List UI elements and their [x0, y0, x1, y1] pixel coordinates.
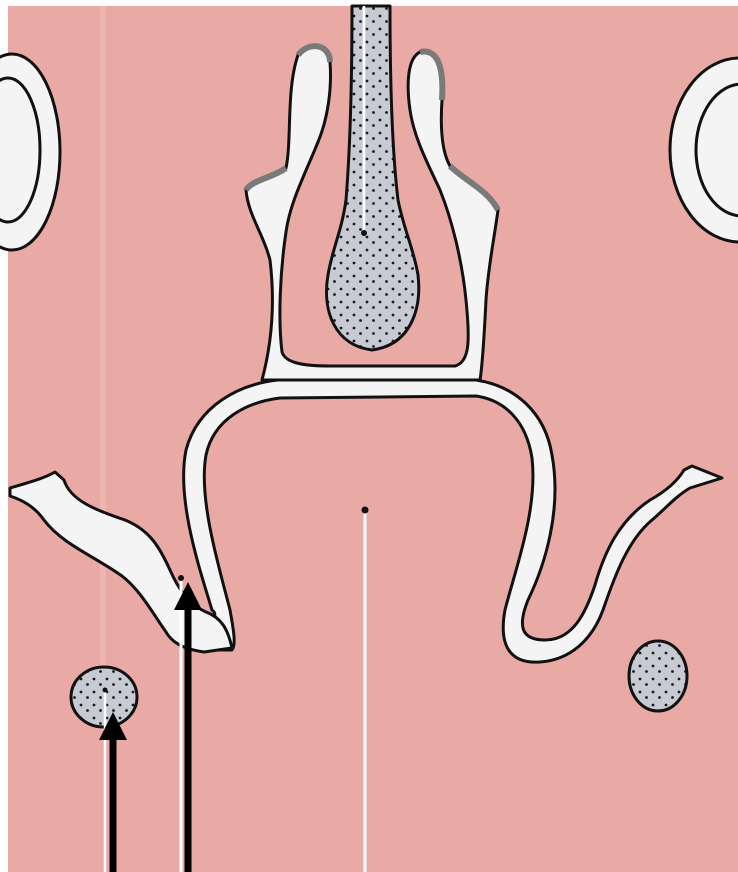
- pointer-dot-septum: [361, 230, 367, 236]
- right-stippled-oval: [629, 641, 687, 711]
- pointer-dot-oval: [103, 688, 108, 693]
- pointer-dot-left: [178, 575, 184, 581]
- pointer-dot-center: [362, 507, 369, 514]
- background-light-band: [100, 6, 106, 706]
